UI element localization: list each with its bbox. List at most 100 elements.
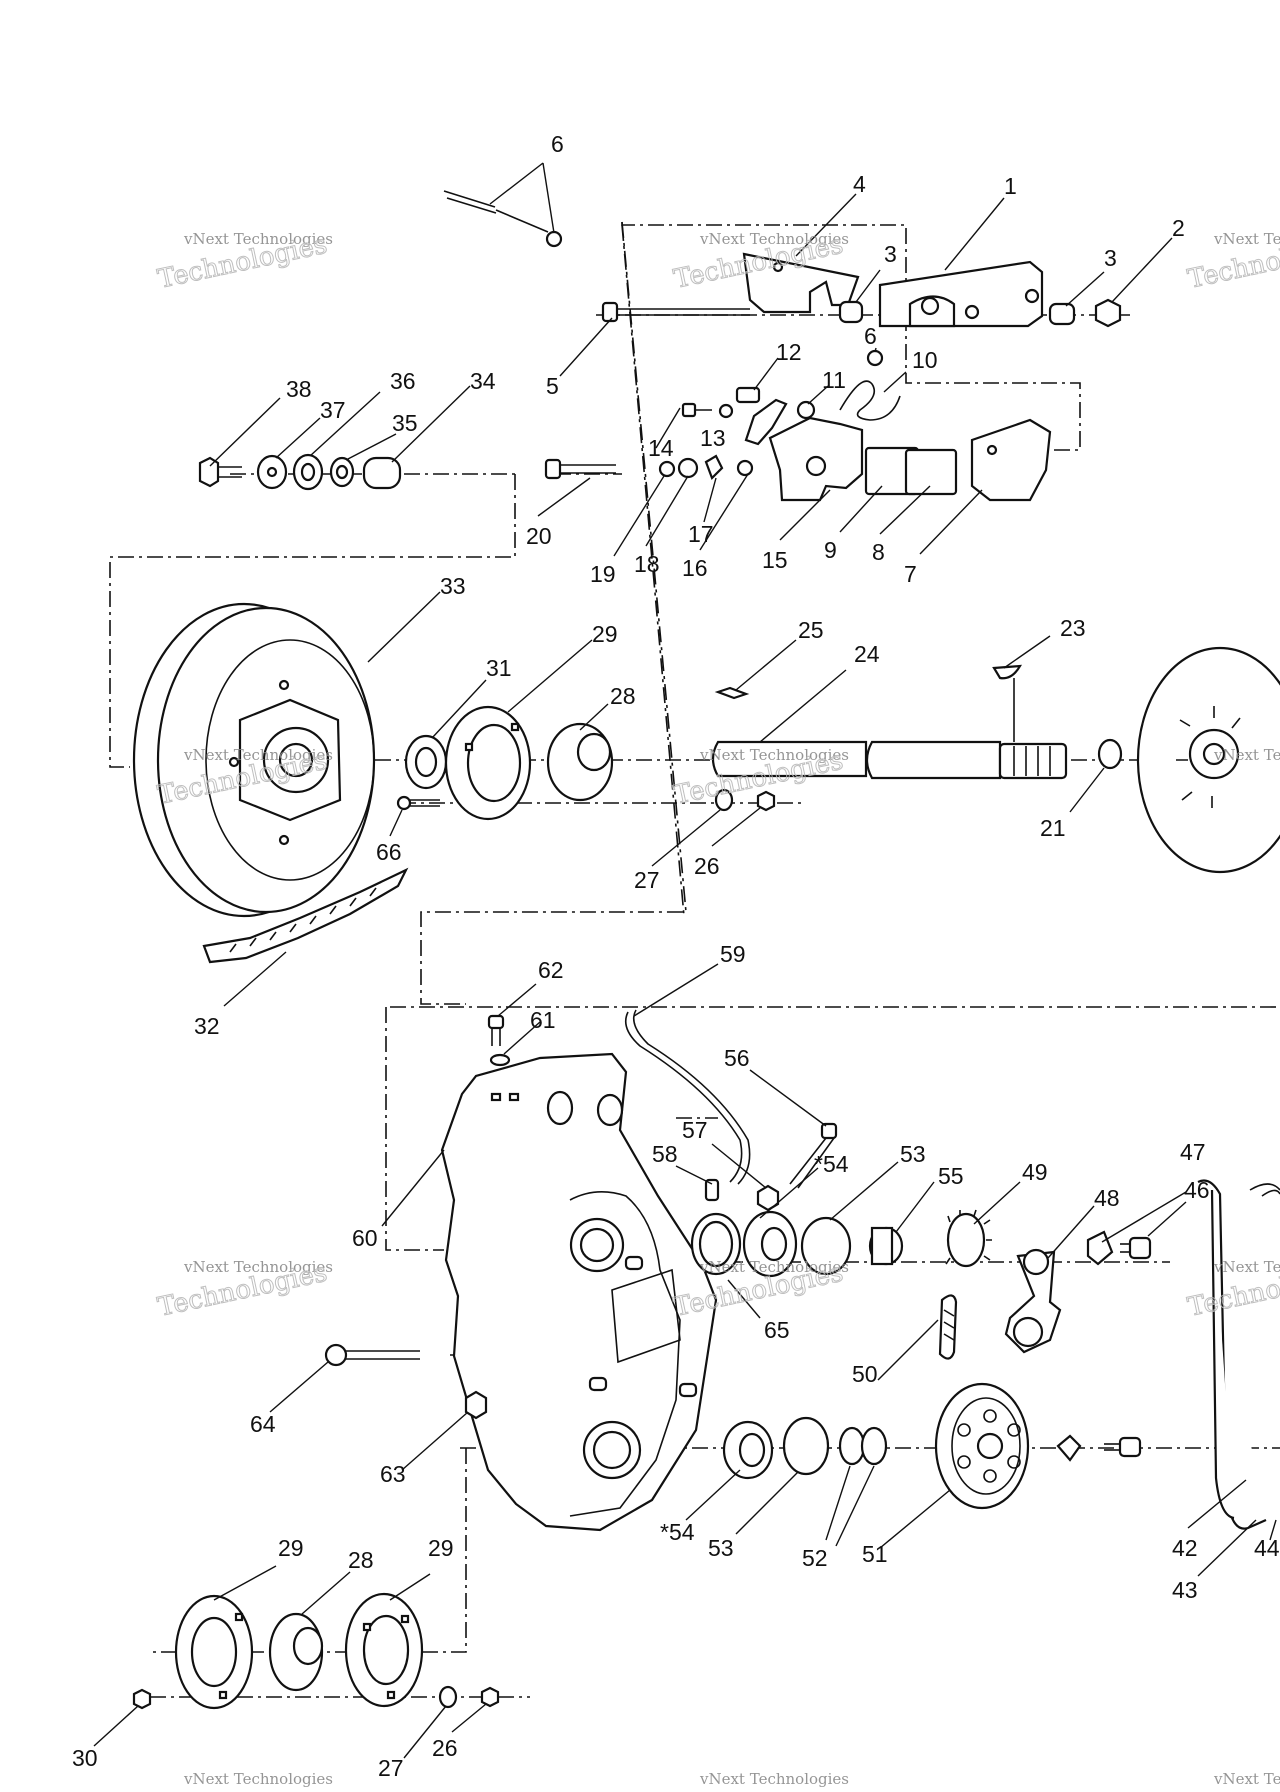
callout-14: 14 (648, 435, 674, 461)
callout-17: 17 (688, 521, 714, 547)
flange-29-lower-right (344, 1592, 424, 1708)
spacer-55 (868, 1226, 904, 1266)
watermark-label: vNext Technologies (183, 1770, 333, 1788)
callout-2: 2 (1172, 215, 1185, 241)
callout-7: 7 (904, 561, 917, 587)
callout-4: 4 (853, 171, 866, 197)
callout-50: 50 (852, 1361, 878, 1387)
bolt-38 (198, 456, 242, 488)
callout-38: 38 (286, 376, 312, 402)
watermark-label: vNext Technologies (1213, 746, 1280, 764)
ring-53-upper (800, 1216, 852, 1276)
callout-5: 5 (546, 373, 559, 399)
callout-numbers: 6 4 1 3 2 3 5 6 12 10 11 38 37 36 35 34 … (72, 131, 1280, 1781)
screw-14 (681, 402, 712, 418)
caliper-plate-7 (970, 418, 1052, 502)
callout-56: 56 (724, 1045, 750, 1071)
lever-16 (744, 398, 788, 446)
callout-43: 43 (1172, 1577, 1198, 1603)
callout-34: 34 (470, 368, 496, 394)
callout-53-upper: 53 (900, 1141, 926, 1167)
tensioner-48 (1004, 1248, 1062, 1354)
callout-57: 57 (682, 1117, 708, 1143)
bolt-64 (324, 1343, 420, 1367)
driven-clutch-disc (1136, 646, 1280, 874)
watermark-label: vNext Technologies (183, 230, 333, 248)
callout-30: 30 (72, 1745, 98, 1771)
bushing-3-left (838, 300, 864, 324)
callout-27-lower: 27 (378, 1755, 404, 1781)
callout-54-upper: *54 (814, 1151, 849, 1177)
bolt-lower-right (1104, 1436, 1142, 1458)
bushing-3-right (1048, 302, 1076, 326)
callout-6-top: 6 (551, 131, 564, 157)
callout-42: 42 (1172, 1535, 1198, 1561)
callout-29-upper: 29 (592, 621, 618, 647)
bolt-30 (132, 1688, 152, 1710)
callout-49: 49 (1022, 1159, 1048, 1185)
callout-63: 63 (380, 1461, 406, 1487)
callout-3-right: 3 (1104, 245, 1117, 271)
bolt-66 (396, 795, 440, 811)
callout-47: 47 (1180, 1139, 1206, 1165)
assembly-lines (109, 221, 1280, 1698)
nut-26-upper (756, 790, 776, 812)
callout-58: 58 (652, 1141, 678, 1167)
watermark-label: vNext Technologies (1213, 1770, 1280, 1788)
watermark-label: vNext Technologies (1213, 1258, 1280, 1276)
nut-6-lower (866, 349, 884, 367)
chain-50 (938, 1294, 958, 1360)
bearing-53-upper (742, 1210, 798, 1278)
watermark-label: vNext Technologies (699, 1770, 849, 1788)
callout-24: 24 (854, 641, 880, 667)
callout-28-lower: 28 (348, 1547, 374, 1573)
flange-29-lower-left (174, 1594, 254, 1710)
callout-26-lower: 26 (432, 1735, 458, 1761)
callout-37: 37 (320, 397, 346, 423)
callout-9: 9 (824, 537, 837, 563)
callout-64: 64 (250, 1411, 276, 1437)
callout-18: 18 (634, 551, 660, 577)
caliper-mount-1 (878, 260, 1044, 328)
adjuster-bolt-12 (735, 386, 761, 404)
callout-62: 62 (538, 957, 564, 983)
callout-25: 25 (798, 617, 824, 643)
spring-10 (839, 380, 901, 421)
ring-53-lower (782, 1416, 830, 1476)
washers-19-18-17 (658, 454, 754, 480)
watermark-label: vNext Technologies (1213, 230, 1280, 248)
watermark-label: vNext Technologies (183, 746, 333, 764)
key-25 (714, 686, 750, 700)
callout-28-upper: 28 (610, 683, 636, 709)
sprocket-51 (934, 1382, 1030, 1510)
nut-2 (1094, 298, 1122, 328)
callout-23: 23 (1060, 615, 1086, 641)
nut-63 (464, 1390, 488, 1420)
caliper-body-15 (768, 416, 864, 502)
key-23 (992, 664, 1022, 742)
callout-61: 61 (530, 1007, 556, 1033)
belt-32 (202, 867, 409, 964)
washer-36 (292, 453, 324, 491)
callout-32: 32 (194, 1013, 220, 1039)
callout-27-upper: 27 (634, 867, 660, 893)
callout-29-lower-left: 29 (278, 1535, 304, 1561)
callout-6-mid: 6 (864, 323, 877, 349)
watermark-label: vNext Technologies (699, 746, 849, 764)
washer-27-lower (438, 1685, 458, 1709)
drive-belt-42-43-44 (1197, 1179, 1280, 1530)
callout-21: 21 (1040, 815, 1066, 841)
bolt-20 (544, 458, 616, 480)
callout-59: 59 (720, 941, 746, 967)
shaft-24 (711, 740, 1068, 780)
callout-51: 51 (862, 1541, 888, 1567)
brake-bracket-4 (742, 252, 860, 314)
vent-tube-59 (624, 1009, 751, 1185)
flange-29-upper (444, 705, 532, 821)
callout-52: 52 (802, 1545, 828, 1571)
washer-61 (489, 1053, 511, 1067)
callout-3-left: 3 (884, 241, 897, 267)
washer-47 (1086, 1230, 1114, 1266)
callout-55: 55 (938, 1163, 964, 1189)
